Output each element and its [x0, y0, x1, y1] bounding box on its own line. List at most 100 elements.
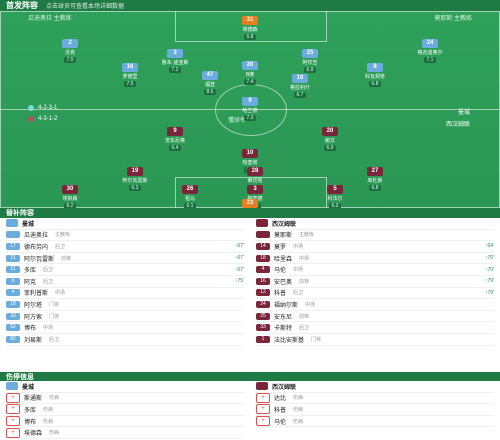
team-row: 西汉姆联 — [256, 218, 494, 230]
sub-number: 16 — [256, 277, 270, 285]
injury-reason: 伤病 — [49, 430, 60, 437]
sub-name: 安东尼 — [274, 314, 293, 321]
player-name: B席 — [245, 72, 255, 78]
player-rating: 7.5 — [123, 81, 137, 87]
away-player[interactable]: 23阿雷奥拉6.7 — [220, 199, 280, 208]
player-name: 哈兰德 — [242, 108, 258, 114]
sub-position: 前锋 — [61, 255, 72, 262]
team-row: 西汉姆联 — [256, 381, 494, 393]
player-name: 阿坎吉 — [302, 60, 318, 66]
bottom-box — [175, 177, 327, 208]
sub-row[interactable]: 瓜迪奥拉主教练 — [6, 230, 244, 242]
sub-number: 21 — [6, 254, 20, 262]
player-name: 库杜斯 — [367, 178, 383, 184]
player-rating: 7.3 — [243, 115, 257, 121]
injury-reason: 伤病 — [43, 418, 54, 425]
sub-number: 52 — [6, 324, 20, 332]
sub-name: 哈里森 — [274, 256, 293, 263]
sub-number: 12 — [256, 289, 270, 297]
sub-name: 福纳尔斯 — [274, 302, 299, 309]
sub-in-icon: ↑70' — [484, 266, 494, 273]
sub-in-icon: ↑79' — [484, 289, 494, 296]
shirt-number: 19 — [127, 167, 143, 176]
sub-number: 24 — [256, 300, 270, 308]
injury-row[interactable]: +埃德森伤病 — [6, 427, 244, 439]
sub-name: 马伦 — [274, 268, 287, 275]
injury-row[interactable]: +多库伤病 — [6, 404, 244, 416]
player-name: 祖马 — [184, 196, 195, 202]
player-name: 埃德森 — [242, 27, 258, 33]
player-name: 沃克 — [64, 50, 75, 56]
injury-row[interactable]: +马伦伤病 — [256, 416, 494, 428]
player-name: 索切克 — [247, 178, 263, 184]
sub-number: 18 — [256, 254, 270, 262]
sub-number: 14 — [256, 242, 270, 250]
team-crest-icon — [256, 219, 268, 228]
team-crest-icon — [256, 382, 268, 391]
injury-cross-icon: + — [6, 404, 20, 415]
sub-name: 阿尔塔 — [24, 302, 43, 309]
injury-row[interactable]: +达比伤病 — [256, 392, 494, 405]
player-name: 科瓦契奇 — [364, 74, 385, 80]
sub-row[interactable]: 莫耶斯主教练 — [256, 230, 494, 242]
sub-number — [6, 231, 20, 239]
sub-position: 主教练 — [299, 232, 315, 239]
sub-name: 卡斯特 — [274, 326, 293, 333]
injury-reason: 伤病 — [293, 406, 304, 413]
sub-number: 33 — [256, 324, 270, 332]
injury-row[interactable]: +斯通斯伤病 — [6, 392, 244, 405]
shirt-number: 8 — [367, 63, 383, 72]
injury-name: 博布 — [24, 419, 37, 426]
sub-row[interactable]: 25 安东尼前锋 — [256, 311, 494, 323]
lineup-subtitle: 点击球员可查看本场详细数据 — [46, 4, 125, 10]
injury-row[interactable]: +博布伤病 — [6, 416, 244, 428]
player-rating: 6.3 — [128, 185, 142, 191]
sub-number: 4 — [256, 266, 270, 274]
sub-number: 25 — [256, 312, 270, 320]
sub-position: 前锋 — [299, 313, 310, 320]
sub-in-icon: ↑64' — [484, 243, 494, 250]
shirt-number: 20 — [242, 61, 258, 70]
injury-cross-icon: + — [256, 392, 270, 403]
injury-row[interactable]: +科普伤病 — [256, 404, 494, 416]
shirt-number: 47 — [202, 71, 218, 80]
player-name: 福登 — [204, 82, 215, 88]
injuries-section: 伤停信息 曼城+斯通斯伤病+多库伤病+博布伤病+埃德森伤病 西汉姆联+达比伤病+… — [0, 372, 500, 439]
